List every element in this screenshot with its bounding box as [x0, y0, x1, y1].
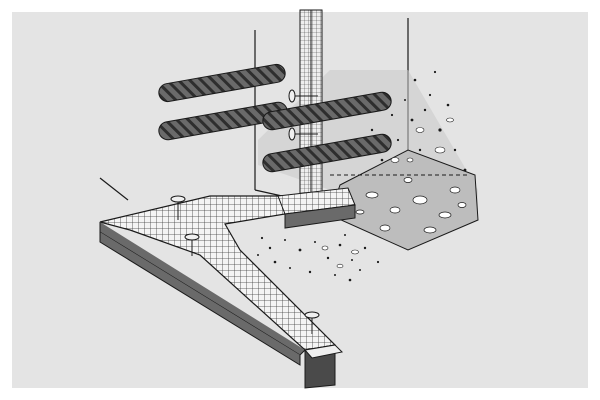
- rebar-group: [158, 63, 392, 173]
- anchor-pin-icon: [304, 311, 320, 334]
- corner-mesh-block: [277, 187, 356, 229]
- floor-pins: [170, 195, 320, 334]
- anchor-pin-icon: [170, 195, 186, 220]
- rebar-icon: [262, 133, 392, 173]
- rebar-icon: [262, 91, 392, 131]
- anchor-pin-icon: [288, 127, 318, 141]
- anchor-pin-icon: [184, 233, 200, 256]
- concrete-dust-chips: [321, 245, 359, 269]
- anchor-pin-icon: [288, 89, 318, 103]
- rebar-icon: [158, 63, 286, 103]
- concrete-dust: [257, 234, 380, 282]
- wall-pins: [288, 89, 318, 141]
- floor-mesh-l: [99, 195, 344, 389]
